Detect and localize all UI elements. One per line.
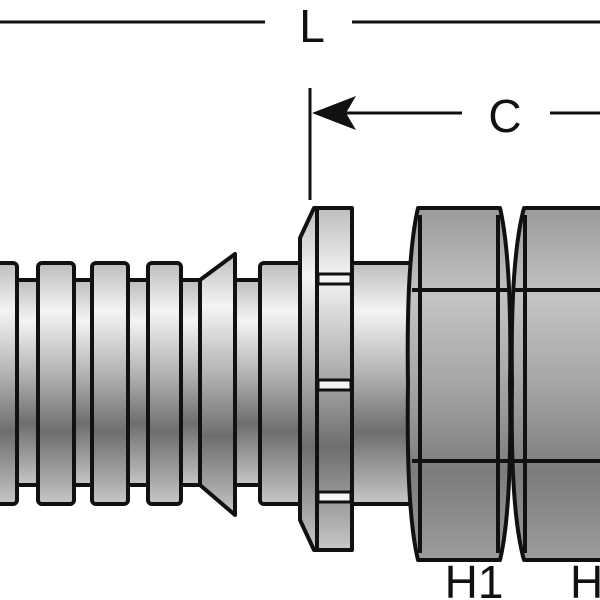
length-label: L [299,0,325,52]
length-dimension: L [0,0,600,52]
hex-nut-h [509,206,600,562]
hex-nut-h1 [405,206,513,562]
stem-rib [36,261,76,506]
hex1-label: H1 [445,556,504,600]
flange-slot [316,378,353,392]
hex2-label: H [570,556,600,600]
stem-rib [146,261,183,506]
cutoff-dimension: C [308,88,600,200]
flange-slot [316,490,353,504]
hex-body [509,206,600,562]
stem-rib [90,261,130,506]
flange-slot [316,272,353,286]
ferrule-flange [298,206,354,552]
hex-body [405,206,513,562]
hose-stem [0,252,307,517]
cutoff-label: C [488,90,521,142]
hex-corner-lines [418,215,500,553]
stem-barb-cone [198,252,237,517]
hex-flat-line [514,215,600,553]
stem-rib [0,261,19,506]
arrow-left-icon [312,96,356,130]
fitting-neck [343,261,417,506]
